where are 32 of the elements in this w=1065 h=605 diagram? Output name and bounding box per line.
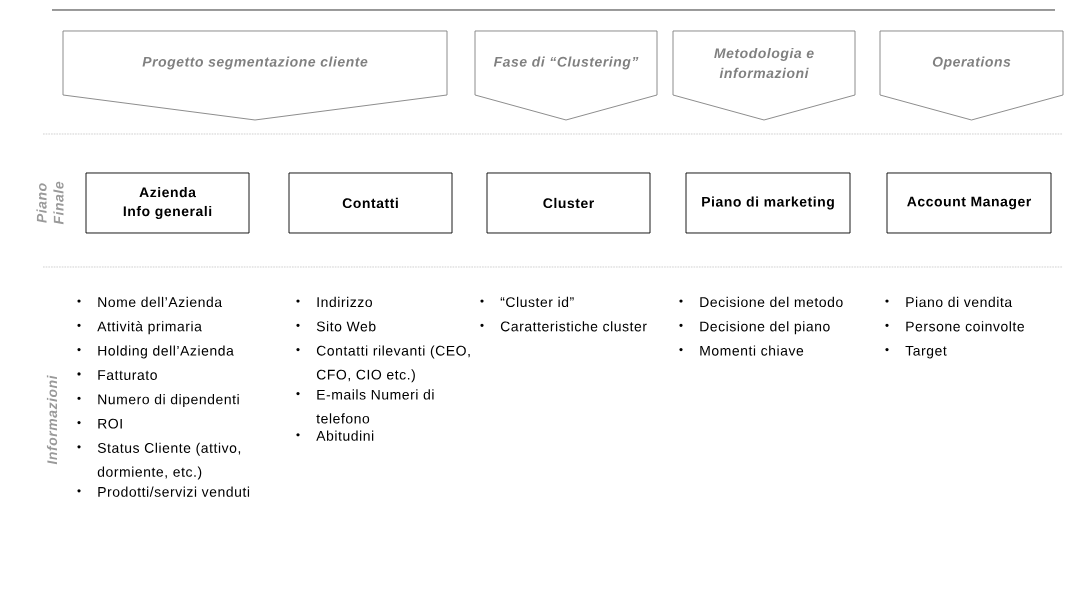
- bullet-item: Status Cliente (attivo, dormiente, etc.): [77, 442, 241, 480]
- bullet-item: Indirizzo: [296, 296, 372, 308]
- chevron-header: Metodologia e informazioni: [672, 30, 856, 121]
- chevron-header: Operations: [879, 30, 1064, 121]
- title-box: Azienda Info generali: [85, 172, 250, 234]
- bullet-item: Target: [885, 345, 947, 359]
- bullet-item: Contatti rilevanti (CEO, CFO, CIO etc.): [296, 345, 470, 383]
- chevron-header: Progetto segmentazione cliente: [62, 30, 448, 121]
- title-box: Account Manager: [886, 172, 1052, 234]
- bullet-item: Caratteristiche cluster: [480, 321, 647, 332]
- bullet-item: Persone coinvolte: [885, 321, 1024, 332]
- row-header: Piano Finale: [36, 181, 64, 225]
- bullet-item: “Cluster id”: [480, 296, 574, 308]
- chevron-header: Fase di “Clustering”: [474, 30, 658, 121]
- bullet-item: Momenti chiave: [679, 345, 804, 356]
- bullet-item: Holding dell’Azienda: [77, 345, 234, 359]
- bullet-item: Numero di dipendenti: [77, 394, 239, 408]
- title-box: Piano di marketing: [685, 172, 851, 234]
- bullet-item: Decisione del piano: [679, 321, 830, 335]
- bullet-item: Attività primaria: [77, 320, 202, 335]
- bullet-item: Nome dell’Azienda: [77, 296, 223, 308]
- bullet-item: ROI: [77, 418, 122, 429]
- title-box: Cluster: [486, 172, 651, 234]
- bullet-item: Sito Web: [296, 321, 376, 332]
- bullet-item: Prodotti/servizi venduti: [77, 486, 250, 497]
- title-box: Contatti: [288, 172, 453, 234]
- row-header: Informazioni: [46, 375, 58, 465]
- bullet-item: E-mails Numeri di telefono: [296, 389, 434, 424]
- bullet-item: Fatturato: [77, 370, 157, 380]
- bullet-item: Abitudini: [296, 430, 374, 441]
- bullet-item: Decisione del metodo: [679, 296, 843, 308]
- bullet-item: Piano di vendita: [885, 296, 1013, 308]
